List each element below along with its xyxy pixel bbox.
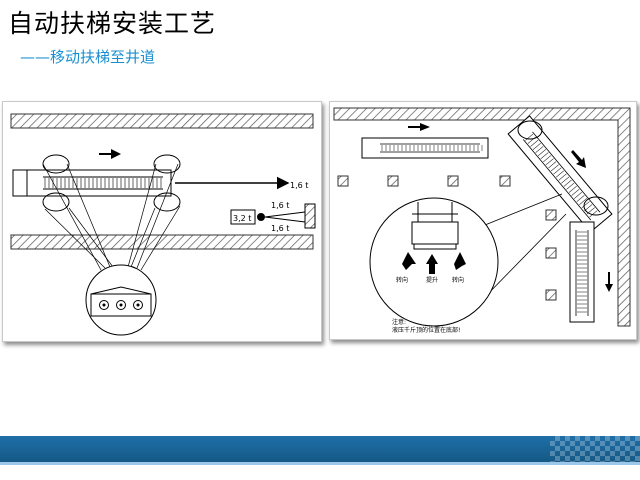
- direction-arrow: [408, 123, 430, 131]
- turn-label-right: 转向: [452, 276, 464, 284]
- wall-bottom: [10, 234, 314, 250]
- note-title: 注意:: [392, 318, 406, 326]
- winch-weight-box: [230, 209, 256, 225]
- escalator-step: [584, 204, 593, 212]
- load-bottom-label: 1,6 t: [271, 224, 289, 233]
- escalator-step: [550, 164, 559, 172]
- footer-tile-pattern: [550, 436, 640, 462]
- jack-detail: [411, 202, 459, 250]
- escalator-step: [576, 195, 585, 202]
- escalator-horizontal: [361, 137, 489, 159]
- lift-point-ellipse: [153, 192, 181, 212]
- escalator-step: [548, 161, 557, 169]
- slide-title: 自动扶梯安装工艺: [8, 9, 217, 38]
- escalator-step: [561, 176, 570, 184]
- direction-arrow: [605, 272, 613, 292]
- footer-band: [0, 436, 640, 462]
- escalator-step: [571, 188, 580, 196]
- escalator-step: [543, 155, 552, 163]
- roller-detail: [90, 286, 152, 317]
- escalator-step: [535, 146, 544, 153]
- right-diagram: 转向 提升 转向 注意: 液压千斤顶的位置在底部!: [333, 107, 631, 334]
- escalator-step: [532, 143, 541, 150]
- escalator-vertical: [569, 221, 595, 323]
- slide-subtitle: ——移动扶梯至井道: [20, 48, 156, 66]
- footer-stripe: [0, 462, 640, 465]
- escalator-step: [581, 201, 590, 209]
- escalator-step: [566, 182, 575, 190]
- note-text: 液压千斤顶的位置在底部!: [392, 326, 460, 334]
- escalator-step: [525, 133, 534, 141]
- load-top-label: 1,6 t: [271, 201, 289, 210]
- lift-label: 提升: [426, 276, 438, 284]
- left-diagram-panel: 1,6 t 3,2 t 1,6: [2, 101, 322, 342]
- turn-arrow-right: [454, 252, 466, 270]
- escalator-step: [563, 179, 572, 187]
- escalator-step: [553, 167, 562, 175]
- lift-arrow: [426, 254, 438, 274]
- lift-point-ellipse: [42, 192, 70, 212]
- escalator-step: [540, 152, 549, 160]
- right-diagram-panel: 转向 提升 转向 注意: 液压千斤顶的位置在底部!: [329, 101, 637, 340]
- escalator-step: [538, 149, 546, 156]
- lift-point-ellipse: [583, 196, 609, 216]
- escalator-step: [545, 158, 554, 166]
- turn-label-left: 转向: [396, 276, 408, 284]
- direction-arrow: [571, 150, 586, 168]
- anchor-block: [304, 203, 316, 229]
- escalator-step: [556, 170, 564, 178]
- winch-drum: [257, 213, 265, 221]
- load-main-label: 1,6 t: [290, 181, 308, 190]
- escalator-step: [568, 185, 577, 193]
- escalator-step: [574, 192, 582, 199]
- wall-top: [10, 113, 314, 129]
- winch-weight-label: 3,2 t: [233, 214, 251, 223]
- turn-arrow-left: [402, 252, 416, 270]
- direction-arrow: [99, 149, 121, 159]
- lift-point-ellipse: [517, 120, 543, 140]
- escalator-step: [530, 139, 539, 147]
- escalator-step: [589, 210, 598, 218]
- detail-connector-lines: [42, 163, 181, 271]
- escalator-step: [579, 198, 588, 205]
- escalator-truss: [12, 169, 172, 197]
- column-pillars: [337, 175, 557, 301]
- wall-top: [333, 107, 631, 327]
- left-diagram: 1,6 t 3,2 t 1,6: [10, 113, 316, 336]
- lift-point-ellipse: [153, 154, 181, 174]
- escalator-step: [558, 173, 567, 181]
